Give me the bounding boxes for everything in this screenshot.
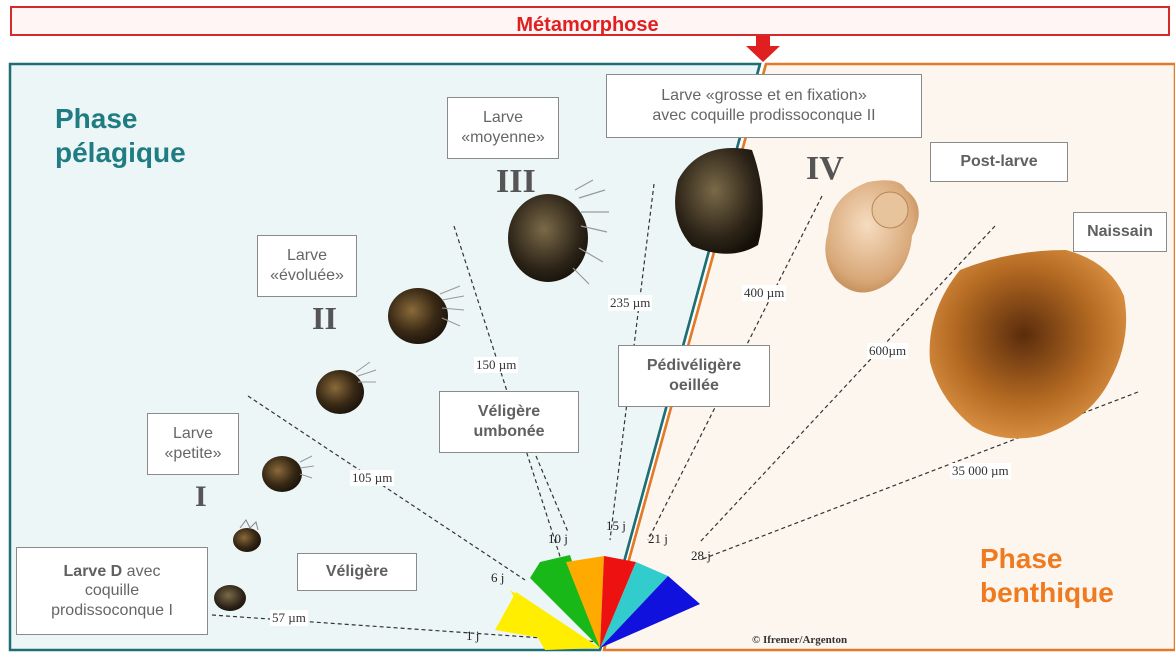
box-naissain: Naissain xyxy=(1073,212,1167,252)
roman-2: II xyxy=(312,300,337,337)
metamorphose-arrow xyxy=(746,36,780,62)
box-larve-petite: Larve «petite» xyxy=(147,413,239,475)
size-150: 150 µm xyxy=(474,357,518,373)
day-21: 21 j xyxy=(648,531,668,547)
phase-benthique-line1: Phase xyxy=(980,542,1114,576)
evoluee-line1: Larve xyxy=(258,246,356,266)
roman-4: IV xyxy=(806,150,844,188)
larve-d-line3: prodissoconque I xyxy=(17,601,207,621)
size-600: 600µm xyxy=(867,343,908,359)
day-10: 10 j xyxy=(548,531,568,547)
pedi-line2: oeillée xyxy=(619,376,769,396)
phase-benthique-line2: benthique xyxy=(980,576,1114,610)
box-larve-moyenne: Larve «moyenne» xyxy=(447,97,559,159)
larva-d-illustration xyxy=(214,585,246,611)
size-400: 400 µm xyxy=(742,285,786,301)
phase-pelagique-line1: Phase xyxy=(55,102,186,136)
box-larve-d: Larve D avec coquille prodissoconque I xyxy=(16,547,208,635)
petite-line1: Larve xyxy=(148,424,238,444)
grosse-line2: avec coquille prodissoconque II xyxy=(607,106,921,126)
pedi-line1: Pédivéligère xyxy=(619,356,769,376)
phase-pelagique-line2: pélagique xyxy=(55,136,186,170)
day-6: 6 j xyxy=(491,570,504,586)
banner-title: Métamorphose xyxy=(0,14,1175,36)
day-28: 28 j xyxy=(691,548,711,564)
day-15: 15 j xyxy=(606,518,626,534)
day-1: 1 j xyxy=(466,628,479,644)
box-larve-grosse: Larve «grosse et en fixation» avec coqui… xyxy=(606,74,922,138)
larve-d-bold: Larve D xyxy=(64,563,123,580)
phase-benthique: Phase benthique xyxy=(980,542,1114,609)
box-veligere: Véligère xyxy=(297,553,417,591)
roman-1: I xyxy=(195,480,207,514)
credit: © Ifremer/Argenton xyxy=(752,634,847,646)
petite-line2: «petite» xyxy=(148,444,238,464)
box-pediveligere: Pédivéligère oeillée xyxy=(618,345,770,407)
box-post-larve: Post-larve xyxy=(930,142,1068,182)
size-35000: 35 000 µm xyxy=(950,463,1011,479)
phase-pelagique: Phase pélagique xyxy=(55,102,186,169)
larve-d-line2: coquille xyxy=(17,581,207,601)
size-235: 235 µm xyxy=(608,295,652,311)
grosse-line1: Larve «grosse et en fixation» xyxy=(607,86,921,106)
box-larve-evoluee: Larve «évoluée» xyxy=(257,235,357,297)
evoluee-line2: «évoluée» xyxy=(258,266,356,286)
umbonee-line2: umbonée xyxy=(440,422,578,442)
moyenne-line1: Larve xyxy=(448,108,558,128)
size-105: 105 µm xyxy=(350,470,394,486)
roman-3: III xyxy=(496,163,536,201)
size-57: 57 µm xyxy=(270,610,308,626)
moyenne-line2: «moyenne» xyxy=(448,128,558,148)
umbonee-line1: Véligère xyxy=(440,402,578,422)
larve-d-rest: avec xyxy=(122,563,160,580)
box-veligere-umbonee: Véligère umbonée xyxy=(439,391,579,453)
